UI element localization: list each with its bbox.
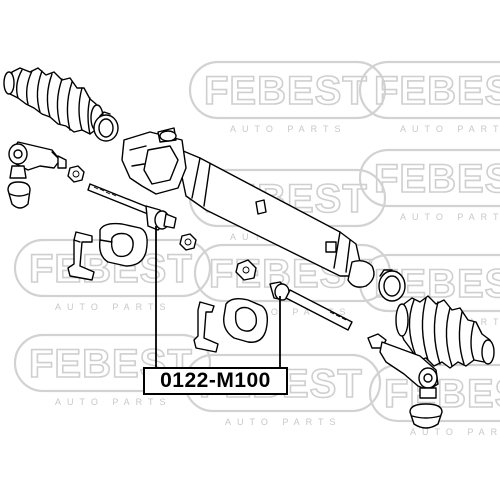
watermark-tagline: AUTO PARTS (410, 427, 500, 437)
left-bellows-boot (3, 67, 104, 135)
left-boot-clamp (93, 111, 119, 142)
center-mount-bushing (223, 297, 269, 343)
watermark-tagline: AUTO PARTS (55, 397, 172, 407)
left-inner-tie-rod (87, 183, 177, 231)
watermark-brand: FEBEST (204, 69, 368, 113)
right-ball-joint-boot (409, 403, 443, 429)
watermark-tagline: AUTO PARTS (55, 302, 172, 312)
left-tie-rod-end (8, 141, 67, 179)
watermark-tagline: AUTO PARTS (235, 307, 352, 317)
watermark-brand: FEBEST (374, 157, 500, 201)
left-mount-bracket (67, 231, 95, 281)
right-bellows-boot (395, 295, 495, 369)
pinion-housing (121, 127, 187, 195)
right-inner-tie-rod (269, 281, 353, 331)
left-mount-bushing (98, 222, 148, 267)
right-boot-clamp (378, 269, 406, 302)
watermark-tagline: AUTO PARTS (400, 212, 500, 222)
left-nut (67, 165, 85, 183)
rack-housing (175, 147, 375, 288)
watermark-logo: FEBEST AUTO PARTS (358, 148, 500, 222)
part-number-text: 0122-M100 (160, 369, 271, 392)
watermark-tagline: AUTO PARTS (400, 124, 500, 134)
center-mount-bracket (193, 301, 219, 353)
part-number-label: 0122-M100 (143, 367, 288, 395)
watermark-logo: FEBEST AUTO PARTS (188, 60, 387, 134)
watermark-logo: FEBEST AUTO PARTS (358, 60, 500, 134)
watermark-tagline: AUTO PARTS (230, 124, 347, 134)
callout-leaders (155, 226, 281, 369)
right-tie-rod-end (367, 333, 439, 399)
small-bolt (179, 233, 197, 251)
watermark-tagline: AUTO PARTS (225, 417, 342, 427)
left-ball-joint-boot (7, 181, 31, 209)
right-nut (235, 259, 257, 281)
watermark-brand: FEBEST (374, 69, 500, 113)
